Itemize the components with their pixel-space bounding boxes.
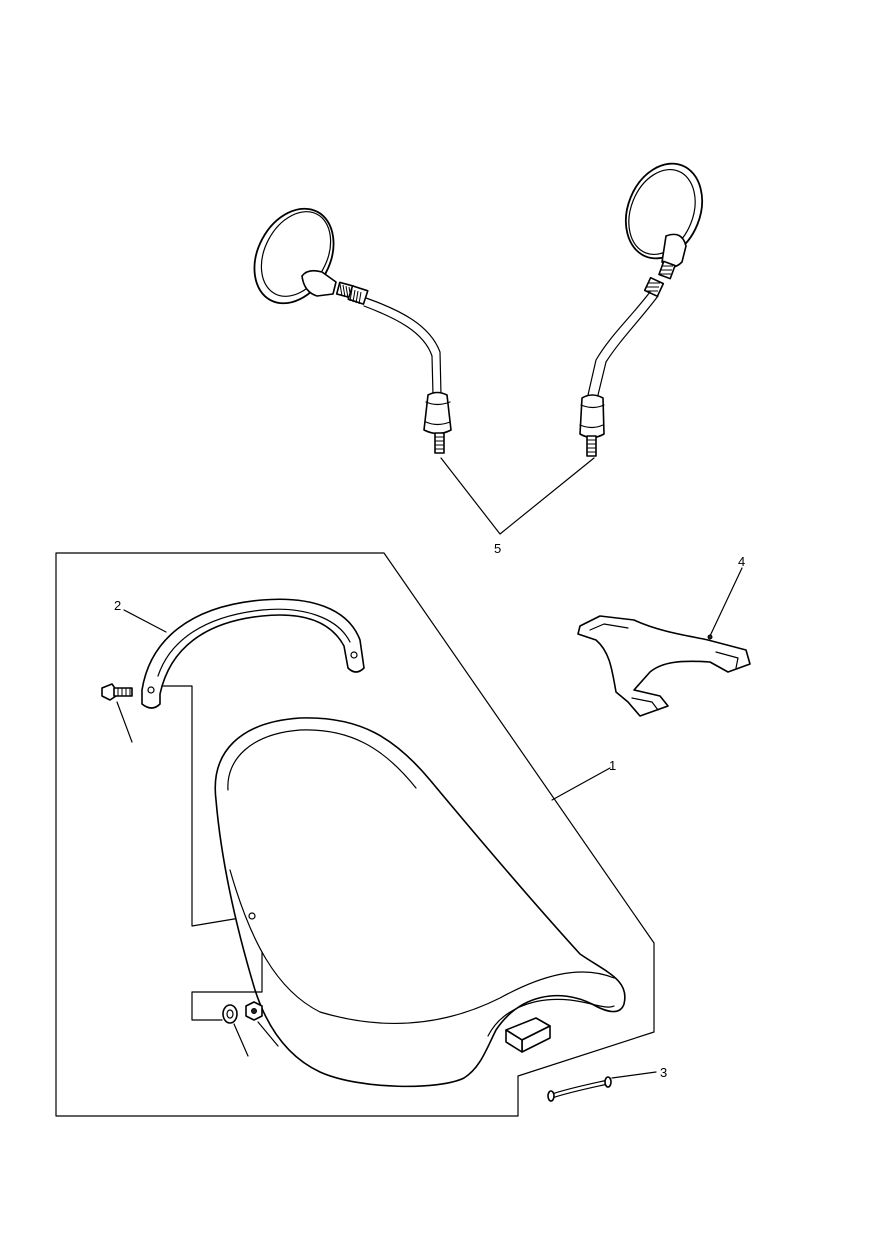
right-mirror-stem (579, 276, 665, 457)
grab-rail-bolt[interactable] (101, 683, 133, 743)
callout-4-label: 4 (738, 554, 745, 569)
grab-rail-leader (161, 685, 253, 927)
callout-5: 5 (440, 457, 595, 556)
callout-1-label: 1 (609, 758, 616, 773)
left-mirror-stem (347, 285, 452, 454)
callout-4: 4 (707, 554, 745, 640)
right-mirror[interactable] (579, 152, 716, 457)
seat-fastener-leader (191, 951, 263, 1021)
callout-1: 1 (551, 758, 616, 801)
right-mirror-head (625, 162, 703, 260)
grab-rail[interactable] (141, 598, 365, 709)
seat-washer[interactable] (222, 1004, 249, 1057)
seat-group-outline (55, 552, 655, 1117)
callout-3-label: 3 (660, 1065, 667, 1080)
callout-3: 3 (611, 1065, 667, 1080)
seat[interactable] (214, 717, 626, 1088)
left-mirror[interactable] (239, 195, 452, 454)
seat-nut[interactable] (245, 1001, 279, 1047)
seat-strap[interactable] (547, 1076, 612, 1102)
callout-2: 2 (114, 598, 167, 633)
callout-5-label: 5 (494, 541, 501, 556)
callout-2-label: 2 (114, 598, 121, 613)
left-mirror-boss (301, 269, 337, 297)
seat-latch (505, 1017, 551, 1053)
right-mirror-thread (658, 260, 676, 280)
left-mirror-head (253, 207, 335, 305)
seat-bracket[interactable] (577, 615, 751, 717)
